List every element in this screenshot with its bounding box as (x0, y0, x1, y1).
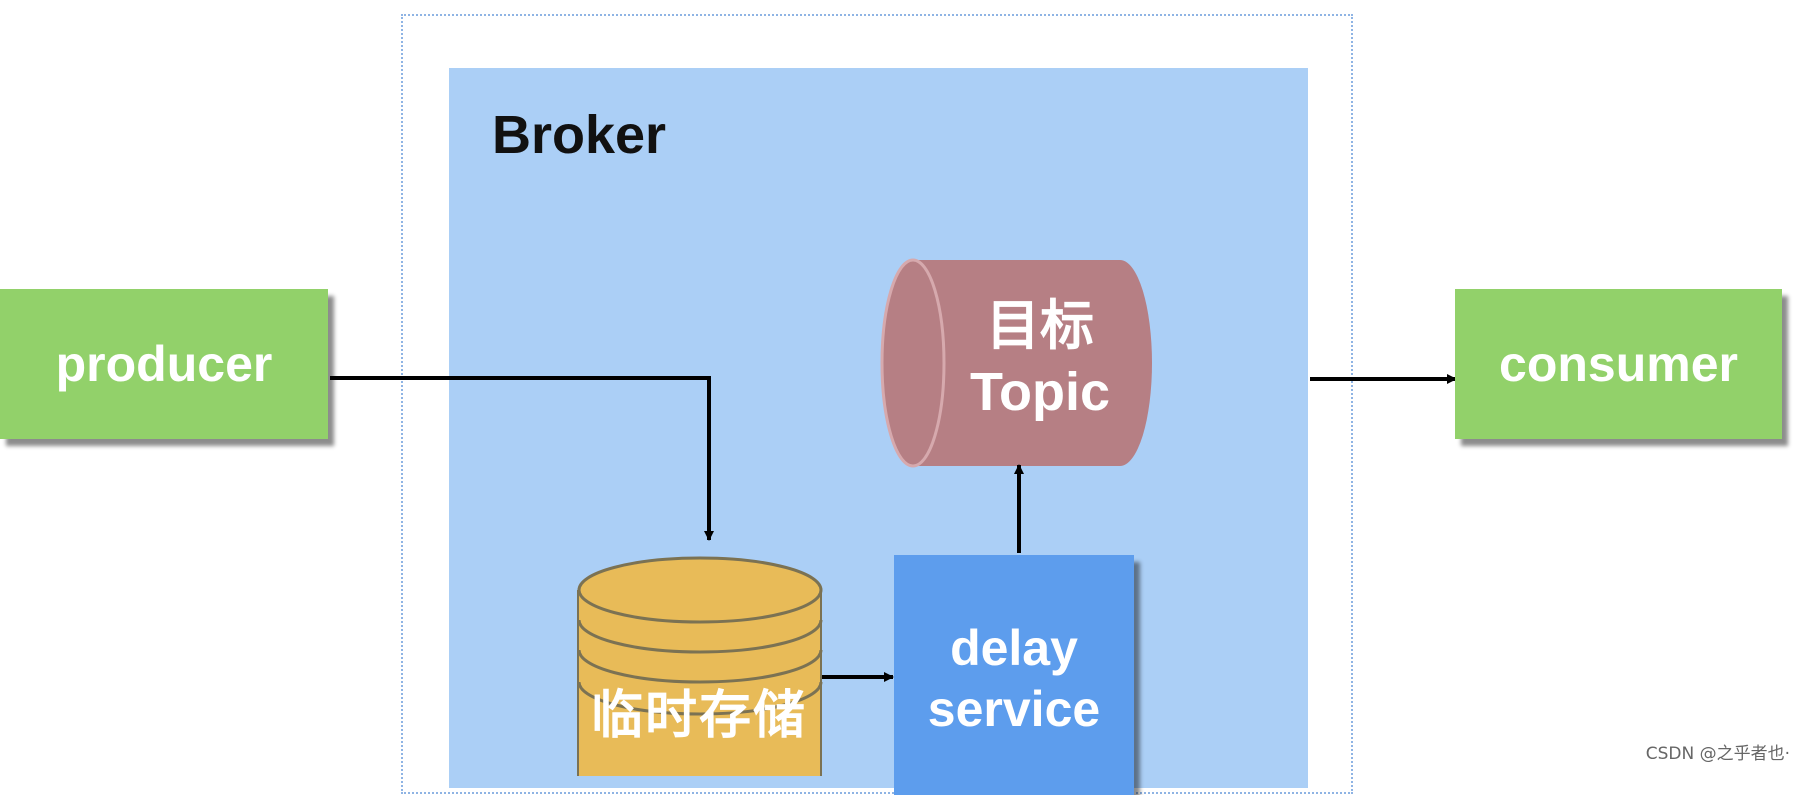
delay-service-box: delay service (894, 555, 1134, 795)
diagram-graphics (330, 258, 1457, 776)
temp-storage-label: 临时存储 (590, 686, 807, 746)
temp-storage-cylinder (577, 556, 823, 776)
target-topic-label: 目标 Topic (930, 294, 1150, 426)
producer-label: producer (55, 336, 273, 392)
broker-title: Broker (492, 105, 667, 165)
arrow-producer-to-storage (330, 376, 714, 541)
producer-box: producer (0, 289, 328, 439)
consumer-label: consumer (1499, 336, 1738, 392)
target-topic-cylinder (880, 258, 1152, 468)
delay-service-line2: service (927, 681, 1101, 737)
diagram-canvas: Broker producer cons (0, 14, 1790, 795)
delay-service-line1: delay (950, 620, 1078, 676)
watermark: CSDN @之乎者也· (1645, 744, 1790, 764)
target-topic-line2: Topic (970, 361, 1110, 422)
consumer-box: consumer (1455, 289, 1782, 439)
target-topic-line1: 目标 (986, 296, 1094, 356)
